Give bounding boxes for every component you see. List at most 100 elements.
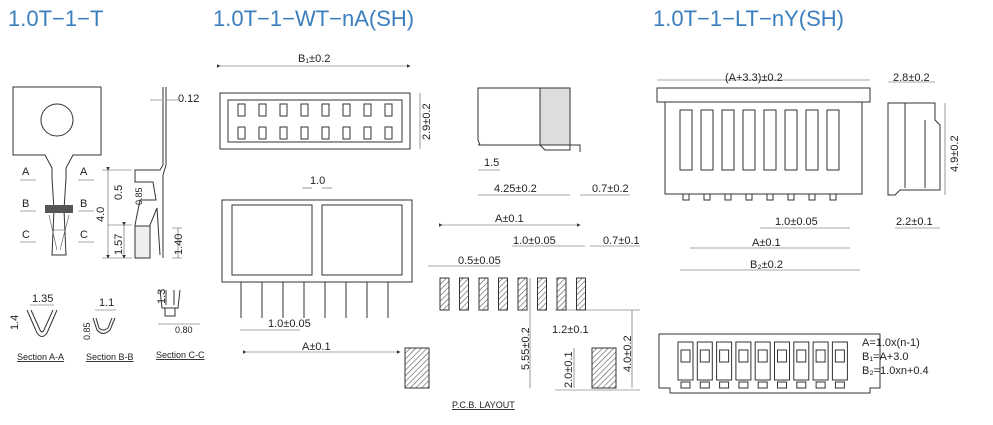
lt-bottom-contact xyxy=(815,349,826,363)
lt-pin xyxy=(682,193,690,201)
lt-slot xyxy=(679,109,693,171)
pcb-h40: 4.0±0.2 xyxy=(622,335,634,372)
dim-140: 1.40 xyxy=(173,234,185,255)
dim-b1: B₁±0.2 xyxy=(298,53,330,65)
dim-wt-pitch: 1.0±0.05 xyxy=(268,318,311,330)
pcb-title: P.C.B. LAYOUT xyxy=(452,400,515,410)
section-b-label: Section B-B xyxy=(86,352,134,362)
dim-side-07: 0.7±0.2 xyxy=(592,183,629,195)
lt-depth: 2.8±0.2 xyxy=(893,72,930,84)
lt-bottom-cell xyxy=(677,341,694,381)
formula-a: A=1.0x(n-1) xyxy=(862,337,920,349)
lt-bottom-cell xyxy=(696,341,713,381)
pcb-h20: 2.0±0.1 xyxy=(563,351,575,388)
sec-a-height: 1.4 xyxy=(9,315,21,330)
lt-bottom-pin xyxy=(719,381,730,389)
lt-slot xyxy=(742,109,756,171)
lt-bottom-pin xyxy=(796,381,807,389)
sec-b-height: 0.85 xyxy=(82,322,92,340)
wt-top-contact xyxy=(342,126,351,140)
lt-bottom-contact xyxy=(757,349,768,363)
lt-width: (A+3.3)±0.2 xyxy=(725,72,783,84)
lt-bottom-pin xyxy=(699,381,710,389)
lt-bottom-cell xyxy=(812,341,829,381)
wt-top-contact xyxy=(384,126,393,140)
svg-text:C: C xyxy=(22,229,30,241)
svg-text:B: B xyxy=(22,198,29,210)
pcb-h555: 5.55±0.2 xyxy=(520,327,532,370)
wt-top-contact xyxy=(321,103,330,117)
wt-top-contact xyxy=(237,103,246,117)
svg-text:A: A xyxy=(80,166,88,178)
wt-top-contact xyxy=(321,126,330,140)
lt-bottom-pin xyxy=(680,381,691,389)
pcb-pitch: 1.0±0.05 xyxy=(513,235,556,247)
wt-top-contact xyxy=(279,103,288,117)
lt-pin xyxy=(766,193,774,201)
lt-height: 4.9±0.2 xyxy=(949,135,961,172)
lt-pin xyxy=(808,193,816,201)
lt-slot xyxy=(700,109,714,171)
lt-slot xyxy=(721,109,735,171)
title-lt: 1.0T−1−LT−nY(SH) xyxy=(653,6,844,31)
sec-c-height: 1.3 xyxy=(156,289,168,304)
wt-top-contact xyxy=(279,126,288,140)
lt-pin xyxy=(724,193,732,201)
dim-05: 0.5 xyxy=(113,185,125,200)
wt-top-contact xyxy=(384,103,393,117)
title-wire-to-board: 1.0T−1−WT−nA(SH) xyxy=(213,6,414,31)
lt-bottom-cell xyxy=(716,341,733,381)
dim-total-height: 4.0 xyxy=(95,207,107,222)
sec-c-width: 0.80 xyxy=(175,325,193,335)
pcb-pad xyxy=(478,277,489,311)
wt-top-contact xyxy=(363,103,372,117)
pcb-pad-width: 0.5±0.05 xyxy=(458,255,501,267)
lt-bottom-pin xyxy=(777,381,787,389)
wt-top-contact xyxy=(363,126,372,140)
wt-top-contact xyxy=(258,103,267,117)
svg-text:B: B xyxy=(80,198,87,210)
lt-bottom-contact xyxy=(699,349,710,363)
lt-bottom-contact xyxy=(738,349,749,363)
lt-pin xyxy=(745,193,753,201)
wt-side-view xyxy=(477,87,630,196)
lt-bottom-cell xyxy=(735,341,752,381)
lt-slot xyxy=(784,109,798,171)
lt-bottom-view xyxy=(658,333,881,394)
sec-a-width: 1.35 xyxy=(32,293,53,305)
dim-wt-height: 2.9±0.2 xyxy=(421,103,433,140)
pcb-pad xyxy=(576,277,586,311)
pcb-w12: 1.2±0.1 xyxy=(552,324,589,336)
pcb-layout xyxy=(404,223,640,391)
svg-text:A: A xyxy=(22,166,30,178)
lt-bottom-cell xyxy=(793,341,810,381)
lt-bottom-contact xyxy=(834,349,845,363)
wt-top-contact xyxy=(342,103,351,117)
lt-foot: 2.2±0.1 xyxy=(896,216,933,228)
dim-pin-width: 1.0 xyxy=(310,175,325,187)
lt-side-view xyxy=(887,81,946,229)
pcb-pad xyxy=(459,277,469,311)
formula-b1: B₁=A+3.0 xyxy=(862,351,909,363)
lt-bottom-pin xyxy=(815,381,826,389)
lt-front-view xyxy=(656,79,871,271)
lt-bottom-pin xyxy=(834,381,845,389)
lt-a: A±0.1 xyxy=(752,237,781,249)
lt-pin xyxy=(703,193,711,201)
dim-wt-a: A±0.1 xyxy=(302,341,331,353)
wt-top-contact xyxy=(300,103,309,117)
terminal-front-view xyxy=(12,86,102,256)
pcb-pad xyxy=(517,277,528,311)
lt-bottom-contact xyxy=(719,349,730,363)
lt-bottom-pin xyxy=(738,381,749,389)
lt-slot xyxy=(805,109,819,171)
wt-front-view xyxy=(221,187,413,354)
lt-pin xyxy=(829,193,837,201)
title-terminal: 1.0T−1−T xyxy=(8,6,103,31)
sec-b-width: 1.1 xyxy=(99,297,114,309)
pcb-pad xyxy=(498,277,508,311)
wt-top-contact xyxy=(237,126,246,140)
wt-top-view xyxy=(217,64,421,150)
lt-bottom-pin xyxy=(757,381,768,389)
